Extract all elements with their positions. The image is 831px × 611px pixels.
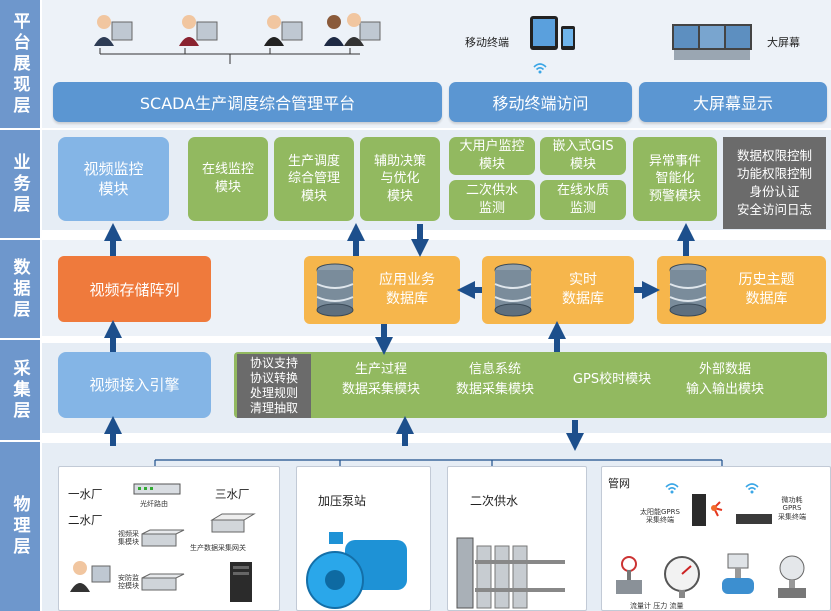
secondary-water-label: 二次供水: [470, 494, 519, 508]
plant3-label: 三水厂: [215, 487, 250, 501]
app-db-label: 应用业务 数据库: [379, 272, 435, 307]
tablet-phone-icon: [530, 16, 575, 50]
operator-pc-icon: [70, 561, 111, 592]
gps-timing-module: GPS校时模块: [572, 372, 652, 387]
secondary-supply-monitor: 二次供水 监测: [449, 180, 535, 220]
bigscreen-icon: [672, 24, 752, 60]
layer-label-physical: 物理层: [0, 442, 40, 611]
dispatch-manage-module: 生产调度 综合管理 模块: [274, 137, 354, 221]
scada-platform-box: SCADA生产调度综合管理平台: [53, 82, 442, 122]
security-server-icon: [141, 573, 185, 591]
pipe-network-label: 管网: [608, 477, 630, 490]
prod-gateway-caption: 生产数据采集网关: [190, 544, 246, 552]
operator-icon: [264, 15, 303, 46]
gprs-terminal-icon: [692, 494, 723, 526]
infosys-collect-module: 信息系统 数据采集模块: [455, 362, 534, 397]
collection-strip: [234, 352, 827, 418]
layer-label-collection: 采集层: [0, 340, 40, 440]
decision-support-module: 辅助决策 与优化 模块: [360, 137, 440, 221]
flow-meter-icon: [722, 553, 754, 594]
bigcustomer-module: 大用户监控 模块: [449, 137, 535, 175]
layer-label-data: 数据层: [0, 240, 40, 338]
wifi-icon: [665, 483, 679, 494]
pump-icon: [306, 532, 407, 609]
database-icon: [316, 263, 354, 317]
database-icon: [494, 263, 532, 317]
video-storage-array: 视频存储阵列: [58, 256, 211, 322]
video-monitor-module: 视频监控 模块: [58, 137, 169, 221]
prod-gateway-icon: [210, 513, 256, 533]
realtime-db: 实时 数据库: [482, 256, 634, 324]
video-server-icon: [141, 529, 185, 547]
layer-label-platform: 平台展现层: [0, 0, 40, 128]
sensor-icon: [778, 555, 806, 598]
external-io-module: 外部数据 输入输出模块: [685, 362, 764, 397]
rack-server-icon: [230, 562, 252, 602]
pump-station-label: 加压泵站: [318, 494, 367, 508]
meter-labels: 流量计 压力 流量: [630, 602, 684, 610]
online-monitor-module: 在线监控 模块: [188, 137, 268, 221]
wifi-icon: [533, 63, 547, 74]
security-control-box: 数据权限控制 功能权限控制 身份认证 安全访问日志: [723, 137, 826, 229]
gprs-lowpower-caption: 微功耗 GPRS 采集终端: [778, 496, 806, 521]
wifi-icon: [745, 483, 759, 494]
plant1-label: 一水厂: [68, 487, 103, 501]
gis-module: 嵌入式GIS 模块: [540, 137, 626, 175]
app-business-db: 应用业务 数据库: [304, 256, 460, 324]
database-icon: [669, 263, 707, 317]
bigscreen-caption: 大屏幕: [767, 36, 800, 49]
video-server-caption: 视频采 集模块: [118, 530, 139, 547]
booster-unit-icon: [456, 537, 565, 609]
physical-network-line: [154, 459, 723, 466]
operator-icon: [324, 13, 381, 46]
mobile-access-box: 移动终端访问: [449, 82, 632, 122]
protocol-box: 协议支持 协议转换 处理规则 清理抽取: [237, 354, 311, 418]
layer-label-business: 业务层: [0, 130, 40, 238]
production-collect-module: 生产过程 数据采集模块: [341, 362, 420, 397]
security-server-caption: 安防监 控模块: [118, 574, 139, 591]
alarm-module: 异常事件 智能化 预警模块: [633, 137, 717, 221]
gprs-solar-caption: 太阳能GPRS 采集终端: [640, 508, 680, 525]
history-db-label: 历史主题 数据库: [738, 272, 795, 307]
mobile-caption: 移动终端: [465, 36, 509, 49]
operator-icon: [94, 15, 133, 46]
video-access-engine: 视频接入引擎: [58, 352, 211, 418]
operator-icon: [179, 15, 218, 46]
bigscreen-display-box: 大屏幕显示: [639, 82, 827, 122]
valve-icon: [616, 556, 642, 594]
gprs-lowpower-icon: [736, 514, 772, 524]
fiber-switch-caption: 光纤路由: [140, 500, 168, 508]
fiber-switch-icon: [133, 483, 181, 495]
history-db: 历史主题 数据库: [657, 256, 826, 324]
pressure-gauge-icon: [664, 556, 700, 598]
realtime-db-label: 实时 数据库: [562, 272, 604, 307]
plant2-label: 二水厂: [68, 513, 103, 527]
operator-workstations: [94, 13, 381, 64]
water-quality-monitor: 在线水质 监测: [540, 180, 626, 220]
